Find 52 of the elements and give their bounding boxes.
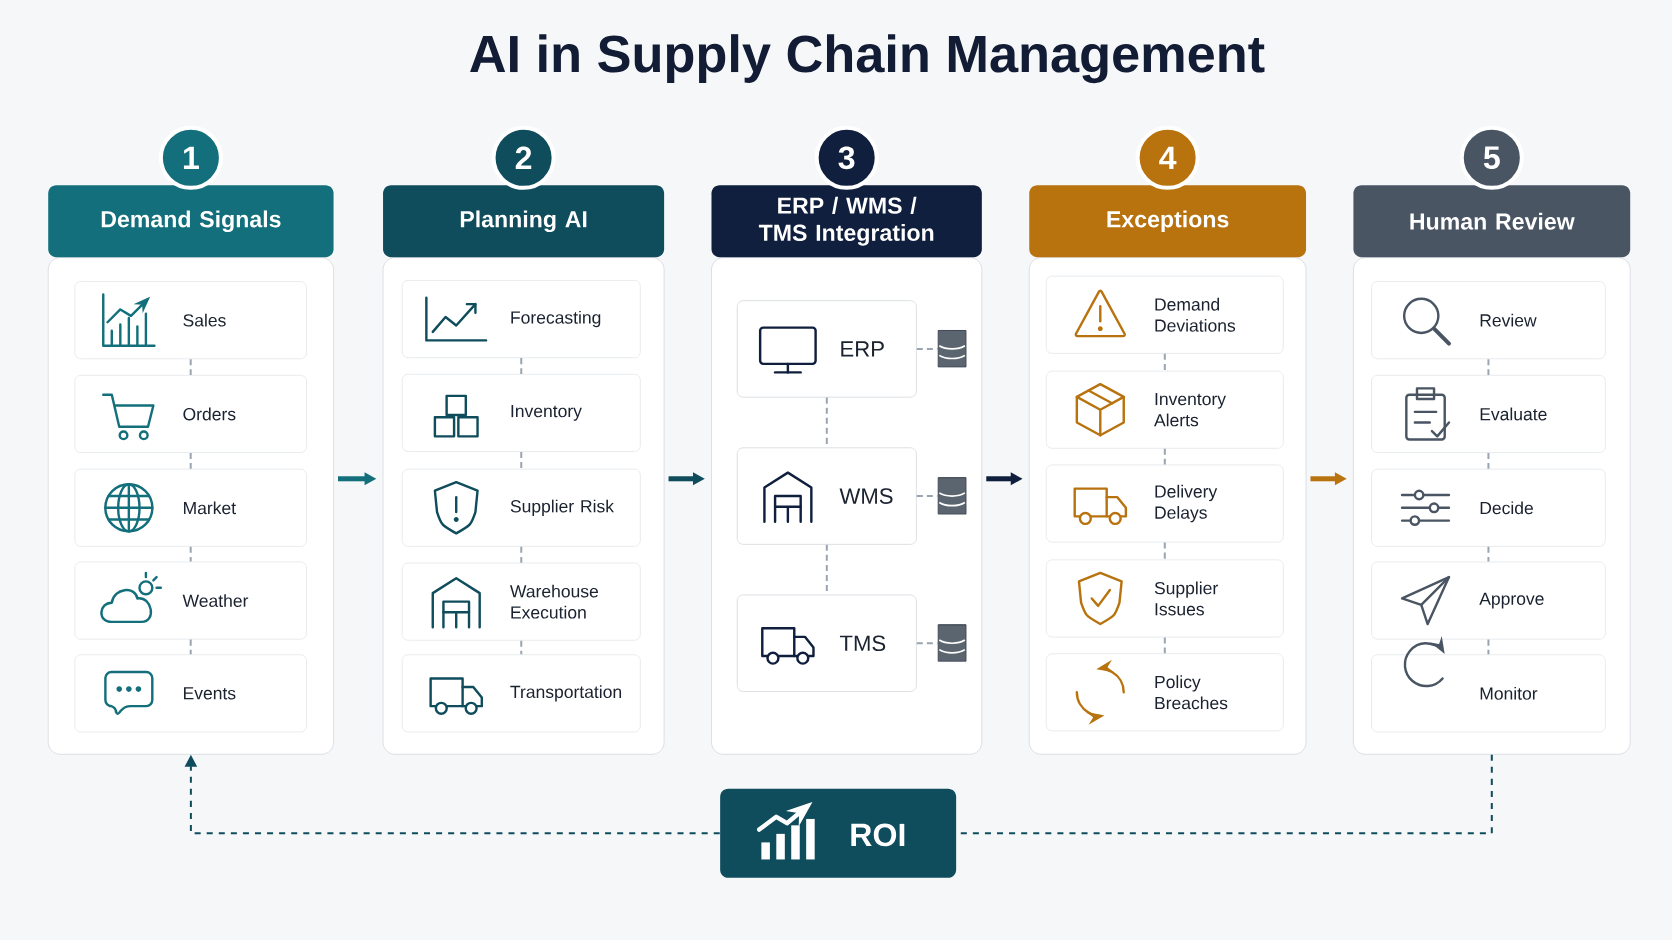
item-card: Events [74,654,307,733]
connector-line [1163,637,1166,654]
connector-line [1487,452,1490,469]
item-card: Inventory Alerts [1045,370,1284,449]
item-card: Decide [1371,468,1606,547]
connector-line [916,642,938,644]
item-card: Policy Breaches [1045,653,1284,732]
item-card: Delivery Delays [1045,464,1284,543]
connector-line [189,452,192,469]
step-number: 2 [491,125,556,190]
item-card: Weather [74,561,307,640]
step-number: 5 [1459,125,1524,190]
connector-line [1487,546,1490,562]
item-card: Supplier Risk [401,468,641,547]
connector-line [1487,639,1490,655]
connector-line [916,347,938,350]
database-cylinder [937,477,967,515]
connector-line [1163,448,1166,465]
item-card: Sales [74,280,307,359]
item-card: Demand Deviations [1045,275,1284,354]
connector-line [189,639,192,655]
roi-box: ROI [720,788,957,878]
connector-line [1163,353,1166,371]
database-cylinder [937,624,967,662]
connector-line [520,546,523,563]
step-number: 3 [814,125,879,190]
item-card: Warehouse Execution [401,562,641,641]
system-card: ERP [736,300,917,398]
item-card: Monitor [1371,654,1606,733]
item-card: Inventory [401,373,641,452]
connector-line [916,494,938,497]
item-card: Forecasting [401,279,641,358]
item-card: Transportation [401,654,641,733]
system-card: WMS [736,447,917,545]
connector-line [520,451,523,469]
item-card: Review [1371,280,1606,359]
item-card: Supplier Issues [1045,559,1284,638]
connector-line [189,358,192,375]
step-number: 4 [1135,125,1200,190]
item-card: Orders [74,374,307,453]
connector-line [1487,358,1490,375]
database-cylinder [937,329,967,368]
connector-line [520,357,523,374]
title: AI in Supply Chain Management [470,33,1265,83]
system-card: TMS [736,594,917,692]
connector-line [520,640,523,655]
connector-line [1163,542,1166,560]
item-card: Market [74,468,307,547]
item-card: Approve [1371,561,1606,640]
connector-line [189,546,192,562]
step-number: 1 [158,125,223,190]
item-card: Evaluate [1371,374,1606,453]
